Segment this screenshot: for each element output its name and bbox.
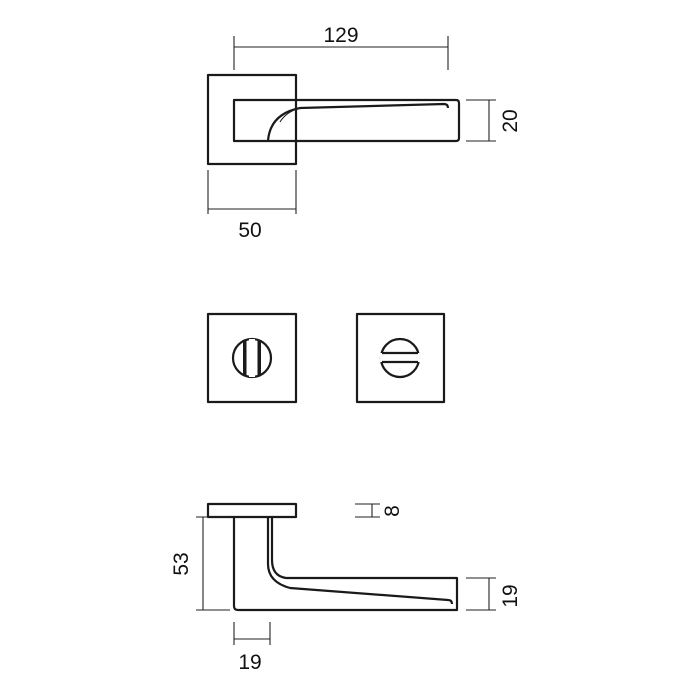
side-view-handle: 8 53 19 19 xyxy=(170,502,522,674)
side-rose-plate xyxy=(206,502,298,519)
top-view-handle: 129 20 50 xyxy=(206,24,522,242)
turn-knob-bar-right xyxy=(257,340,261,376)
dim-129-label: 129 xyxy=(323,24,358,47)
top-lever-inner-curve xyxy=(266,102,450,142)
side-lever-outline xyxy=(232,517,459,612)
turn-knob-bar-left xyxy=(243,340,247,376)
dim-19-vertical-label: 19 xyxy=(499,584,522,607)
turn-knob-center-gap xyxy=(249,339,255,377)
escutcheon-right-plate xyxy=(355,312,446,404)
side-lever-inner-line xyxy=(266,517,454,605)
escutcheon-left-plate xyxy=(206,312,298,404)
top-lever-inner-shadow xyxy=(279,107,301,123)
dim-8-label: 8 xyxy=(381,505,404,517)
dim-20-label: 20 xyxy=(499,109,522,132)
dim-50-label: 50 xyxy=(238,219,261,242)
privacy-escutcheon-right xyxy=(355,312,446,404)
top-lever-outline xyxy=(232,98,461,143)
dim-19-horizontal-label: 19 xyxy=(238,651,261,674)
top-rose-plate xyxy=(206,73,298,166)
indicator-slot-gap xyxy=(380,353,420,362)
dim-53-label: 53 xyxy=(170,552,193,575)
privacy-escutcheon-left xyxy=(206,312,298,404)
